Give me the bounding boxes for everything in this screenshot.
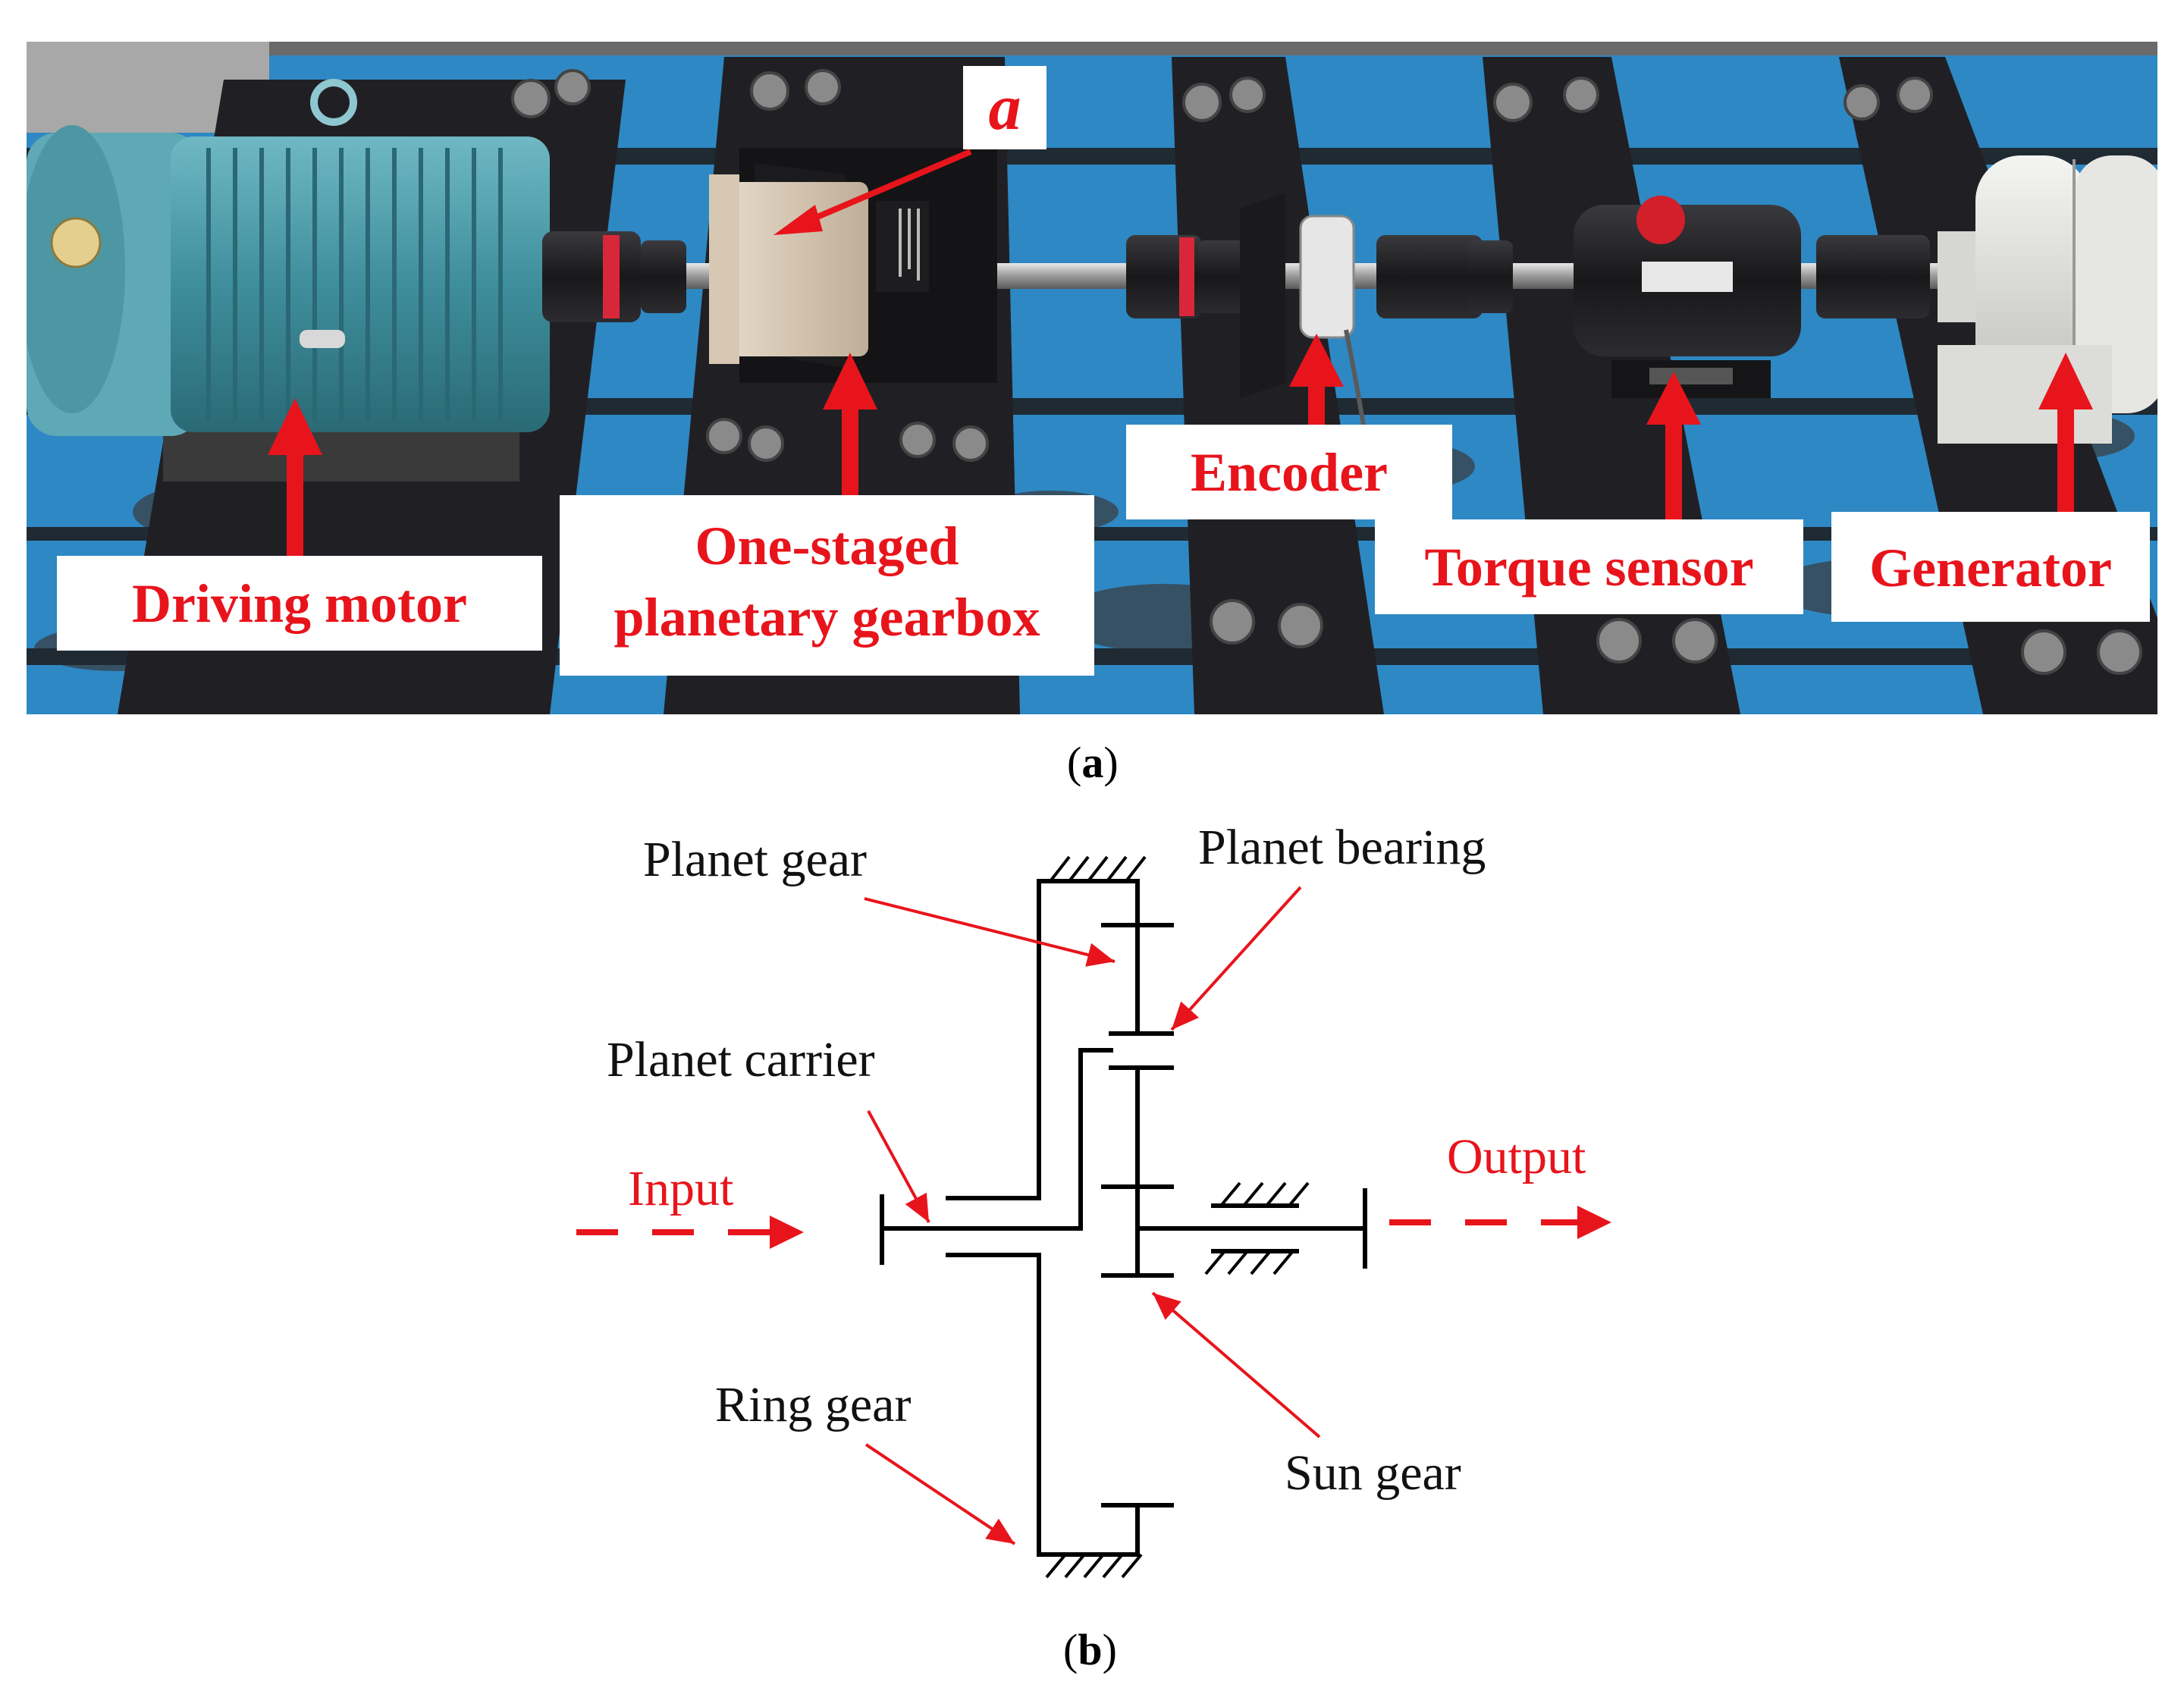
label-generator: Generator bbox=[1831, 512, 2150, 622]
label-encoder: Encoder bbox=[1126, 425, 1452, 519]
coupling-3 bbox=[1376, 235, 1513, 318]
gearbox-shape bbox=[709, 148, 997, 383]
label-input: Input bbox=[628, 1161, 734, 1216]
torque-sensor-shape bbox=[1574, 196, 1801, 398]
label-driving-motor: Driving motor bbox=[57, 556, 542, 651]
label-gearbox-line1: One-staged bbox=[695, 516, 959, 576]
label-planet-gear: Planet gear bbox=[643, 832, 868, 887]
annotation-arrows bbox=[268, 149, 2093, 580]
caption-a-letter: a bbox=[1081, 738, 1104, 787]
coupling-1 bbox=[542, 231, 686, 322]
test-rig-illustration bbox=[27, 42, 2157, 714]
label-planet-carrier: Planet carrier bbox=[607, 1032, 875, 1087]
label-planet-bearing: Planet bearing bbox=[1198, 820, 1486, 875]
driving-motor-shape bbox=[27, 79, 550, 482]
coupling-2 bbox=[1126, 235, 1251, 318]
caption-b-letter: b bbox=[1078, 1625, 1103, 1674]
label-gearbox-line2: planetary gearbox bbox=[613, 587, 1040, 648]
label-sun-gear: Sun gear bbox=[1285, 1445, 1461, 1501]
ground-hatching bbox=[1045, 855, 1310, 1579]
label-torque-sensor: Torque sensor bbox=[1375, 519, 1803, 614]
test-rig-photo: a Driving motor One-staged planetary gea… bbox=[27, 42, 2157, 714]
caption-a: (a) bbox=[1067, 738, 1119, 787]
gearbox-marker-a: a bbox=[963, 66, 1046, 149]
leader-arrows bbox=[864, 886, 1321, 1545]
label-ring-gear: Ring gear bbox=[715, 1377, 912, 1432]
caption-b: (b) bbox=[1063, 1625, 1117, 1674]
bolts bbox=[511, 69, 2142, 675]
generator-shape bbox=[1938, 155, 2157, 444]
label-output: Output bbox=[1447, 1129, 1586, 1184]
coupling-4 bbox=[1816, 235, 1930, 318]
label-gearbox: One-staged planetary gearbox bbox=[560, 495, 1094, 676]
